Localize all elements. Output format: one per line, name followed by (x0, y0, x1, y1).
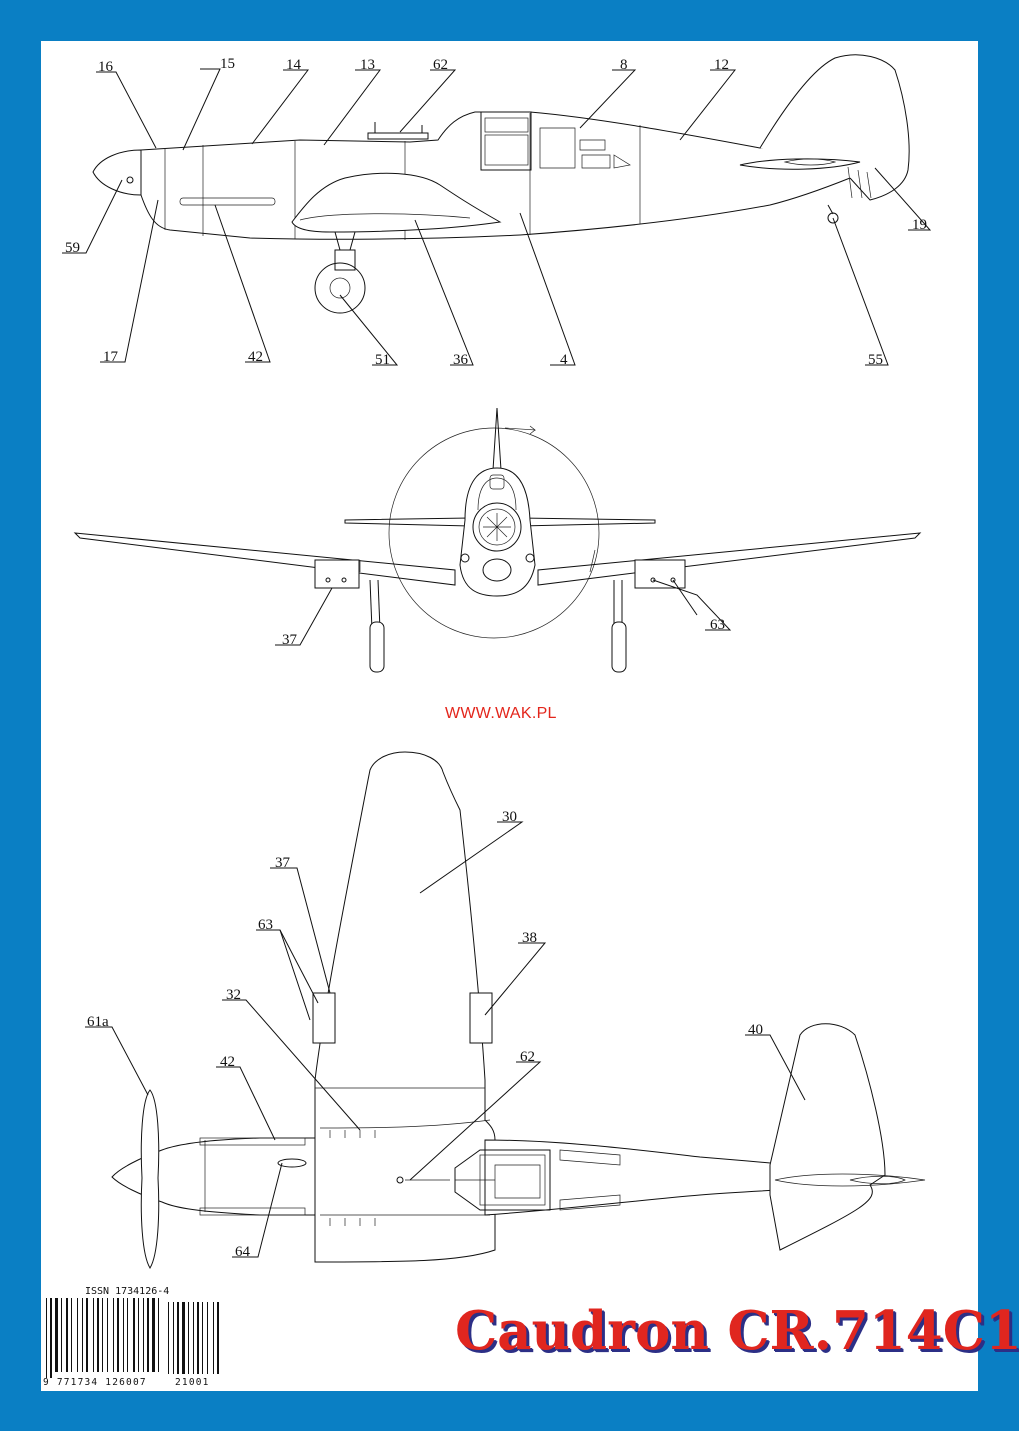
top-right-pod (469, 992, 493, 1044)
barcode-main-digits: 9 771734 126007 (43, 1377, 147, 1388)
barcode (46, 1298, 219, 1378)
label-front-63: 63 (710, 617, 725, 633)
label-side-8: 8 (620, 57, 628, 73)
label-top-62: 62 (520, 1049, 535, 1065)
issn-text: ISSN 1734126-4 (85, 1286, 170, 1297)
side-wing (291, 172, 502, 233)
top-left-pod (312, 992, 336, 1044)
front-right-wheel (611, 621, 627, 673)
side-fin (759, 54, 910, 201)
label-side-15: 15 (220, 56, 235, 72)
front-prop-disc (388, 427, 600, 639)
label-side-42: 42 (248, 349, 263, 365)
part-numbers: 16 15 14 13 62 8 12 59 19 17 42 51 36 4 … (65, 56, 927, 1260)
front-right-wing (537, 532, 922, 586)
label-side-16: 16 (98, 59, 114, 75)
front-left-wing (73, 532, 456, 586)
label-top-63: 63 (258, 917, 273, 933)
label-side-36: 36 (453, 352, 469, 368)
label-top-32: 32 (226, 987, 241, 1003)
side-fuselage (140, 111, 861, 240)
front-left-pod (314, 559, 360, 589)
side-view (62, 54, 932, 366)
side-view-labels (62, 68, 932, 366)
label-side-12: 12 (714, 57, 729, 73)
front-cowling (459, 467, 536, 597)
site-url[interactable]: WWW.WAK.PL (445, 705, 557, 722)
label-top-64: 64 (235, 1244, 251, 1260)
label-side-51: 51 (375, 352, 390, 368)
label-side-14: 14 (286, 57, 302, 73)
side-wheel (314, 262, 366, 314)
label-side-17: 17 (103, 349, 119, 365)
barcode-addon-digits: 21001 (175, 1377, 210, 1388)
top-propeller (140, 1089, 160, 1269)
front-right-pod (634, 559, 686, 589)
side-tailplane (739, 158, 861, 170)
label-side-13: 13 (360, 57, 375, 73)
label-side-62: 62 (433, 57, 448, 73)
label-top-40: 40 (748, 1022, 763, 1038)
label-side-19: 19 (912, 217, 927, 233)
label-top-30: 30 (502, 809, 517, 825)
label-side-4: 4 (560, 352, 568, 368)
front-left-wheel (369, 621, 385, 673)
label-top-61a: 61a (87, 1014, 109, 1030)
top-fin (769, 1023, 886, 1251)
label-side-55: 55 (868, 352, 883, 368)
top-wing (314, 751, 496, 1263)
front-view (73, 407, 922, 673)
label-side-59: 59 (65, 240, 80, 256)
label-top-42: 42 (220, 1054, 235, 1070)
top-view (85, 751, 926, 1269)
side-spinner (92, 149, 142, 196)
top-fuselage (111, 1137, 316, 1216)
label-top-38: 38 (522, 930, 537, 946)
label-front-37: 37 (282, 632, 298, 648)
model-title: Caudron CR.714C1 (455, 1300, 1019, 1362)
label-top-37: 37 (275, 855, 291, 871)
